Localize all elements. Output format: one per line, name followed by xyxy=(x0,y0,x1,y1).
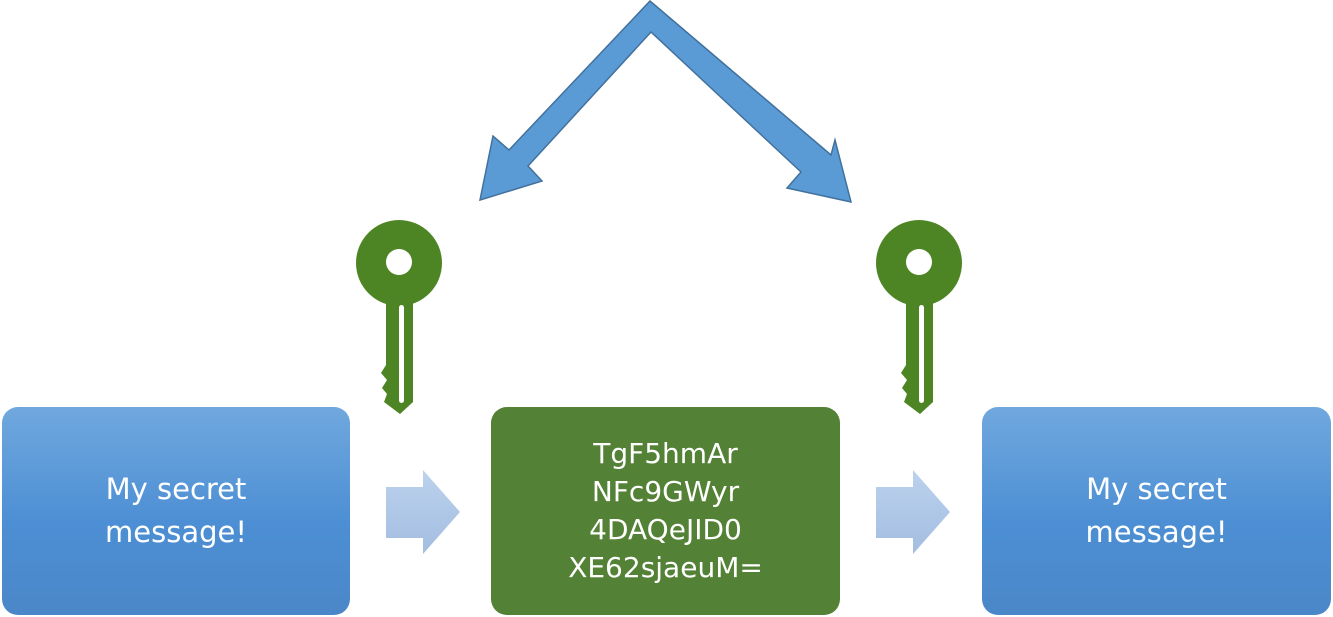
shared-key-arrow-icon xyxy=(479,0,853,203)
right-arrow-icon xyxy=(386,470,460,554)
ciphertext-line: NFc9GWyr xyxy=(591,475,740,508)
decrypted-line: message! xyxy=(1085,515,1228,549)
right-arrow-icon xyxy=(876,470,950,554)
plaintext-line: message! xyxy=(105,515,247,549)
key-icon xyxy=(356,220,442,414)
plaintext-line: My secret xyxy=(105,472,247,506)
ciphertext-box: TgF5hmAr NFc9GWyr 4DAQeJID0 XE62sjaeuM= xyxy=(491,407,840,615)
decrypted-line: My secret xyxy=(1086,472,1227,506)
key-icon xyxy=(876,220,962,414)
ciphertext-line: 4DAQeJID0 xyxy=(589,513,742,546)
plaintext-box: My secret message! xyxy=(2,407,350,615)
decrypted-box: My secret message! xyxy=(982,407,1331,615)
ciphertext-line: TgF5hmAr xyxy=(593,437,738,470)
ciphertext-line: XE62sjaeuM= xyxy=(568,551,763,584)
